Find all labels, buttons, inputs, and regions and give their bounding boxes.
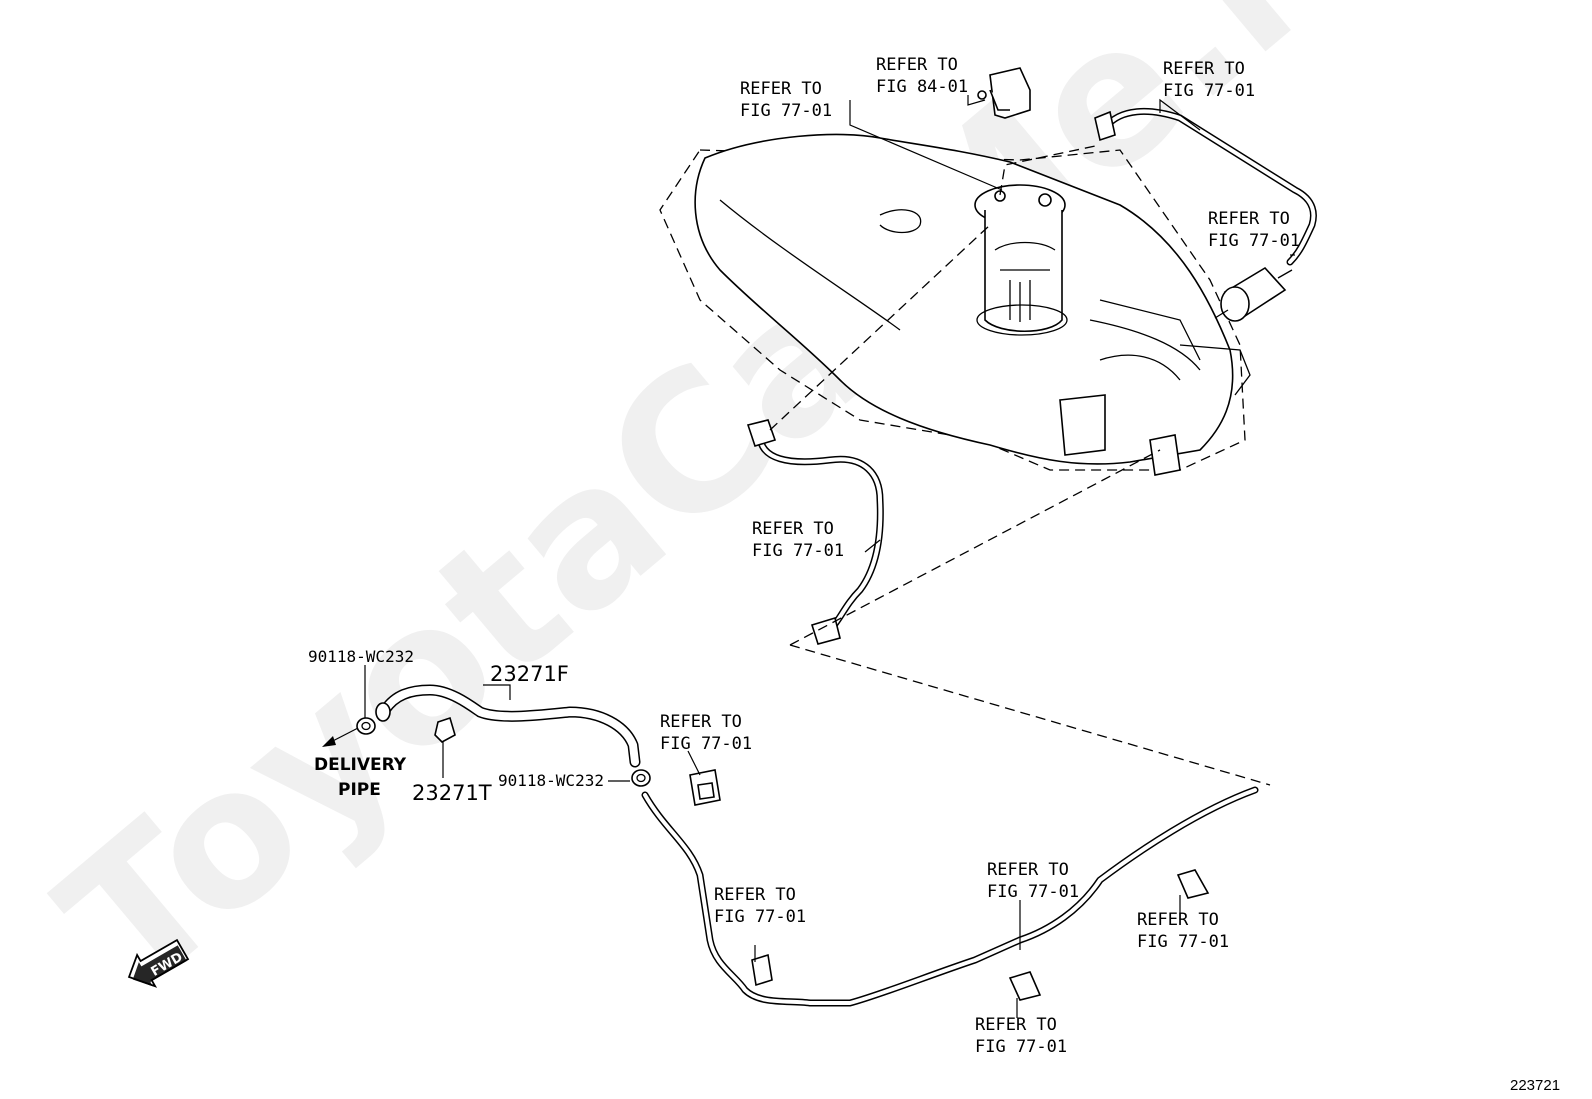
delivery-pipe-label-2: PIPE [338,780,381,800]
ref-label-3a: REFER TO [1163,59,1245,79]
fuel-hose-23271F [375,684,641,768]
ref-label-10a: REFER TO [975,1015,1057,1035]
part-label-23271F: 23271F [490,662,569,686]
tank-feed-tube [746,419,884,645]
ref-label-1b: FIG 77-01 [740,101,832,121]
clip-3 [1008,971,1042,1001]
part-label-90118-top: 90118-WC232 [308,647,414,666]
clamp-mid [631,769,651,787]
ref-label-5b: FIG 77-01 [752,541,844,561]
part-label-23271T: 23271T [412,781,492,805]
fuel-filter [1214,266,1293,322]
part-label-90118-mid: 90118-WC232 [498,771,604,790]
ref-label-6b: FIG 77-01 [660,734,752,754]
wire-connector [977,67,1031,119]
ref-label-9b: FIG 77-01 [1137,932,1229,952]
ref-label-8a: REFER TO [987,860,1069,880]
ref-label-4a: REFER TO [1208,209,1290,229]
vapor-hose [1094,107,1317,266]
delivery-pipe-arrow-icon [322,727,359,747]
ref-label-4b: FIG 77-01 [1208,231,1300,251]
clamp-top [356,717,376,735]
fuel-pump-assembly [974,184,1068,336]
main-fuel-pipe [641,786,1259,1007]
ref-label-3b: FIG 77-01 [1163,81,1255,101]
ref-label-1a: REFER TO [740,79,822,99]
clip-4 [1176,869,1210,899]
ref-label-8b: FIG 77-01 [987,882,1079,902]
ref-label-7b: FIG 77-01 [714,907,806,927]
clip-2 [751,953,773,987]
ref-label-2b: FIG 84-01 [876,77,968,97]
ref-label-10b: FIG 77-01 [975,1037,1067,1057]
ref-label-6a: REFER TO [660,712,742,732]
hose-clip-23271T [434,716,456,743]
ref-label-2a: REFER TO [876,55,958,75]
ref-label-5a: REFER TO [752,519,834,539]
figure-number: 223721 [1510,1077,1560,1094]
fuel-tank [659,133,1251,476]
ref-label-7a: REFER TO [714,885,796,905]
ref-label-9a: REFER TO [1137,910,1219,930]
clip-1 [689,769,721,806]
delivery-pipe-label-1: DELIVERY [314,755,407,775]
